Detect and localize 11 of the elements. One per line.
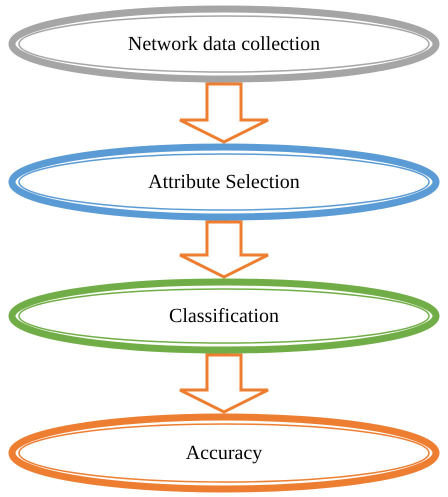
node-label: Accuracy [186, 442, 262, 464]
node-label: Network data collection [128, 32, 320, 56]
node-label: Classification [169, 304, 279, 328]
node-label: Attribute Selection [148, 170, 300, 194]
ellipse-node [8, 278, 440, 354]
block-arrow [178, 220, 270, 279]
ellipse-node [8, 143, 440, 221]
block-arrow [178, 82, 270, 144]
ellipse-node [8, 5, 440, 83]
block-arrow [178, 354, 270, 414]
ellipse-node [8, 413, 440, 493]
